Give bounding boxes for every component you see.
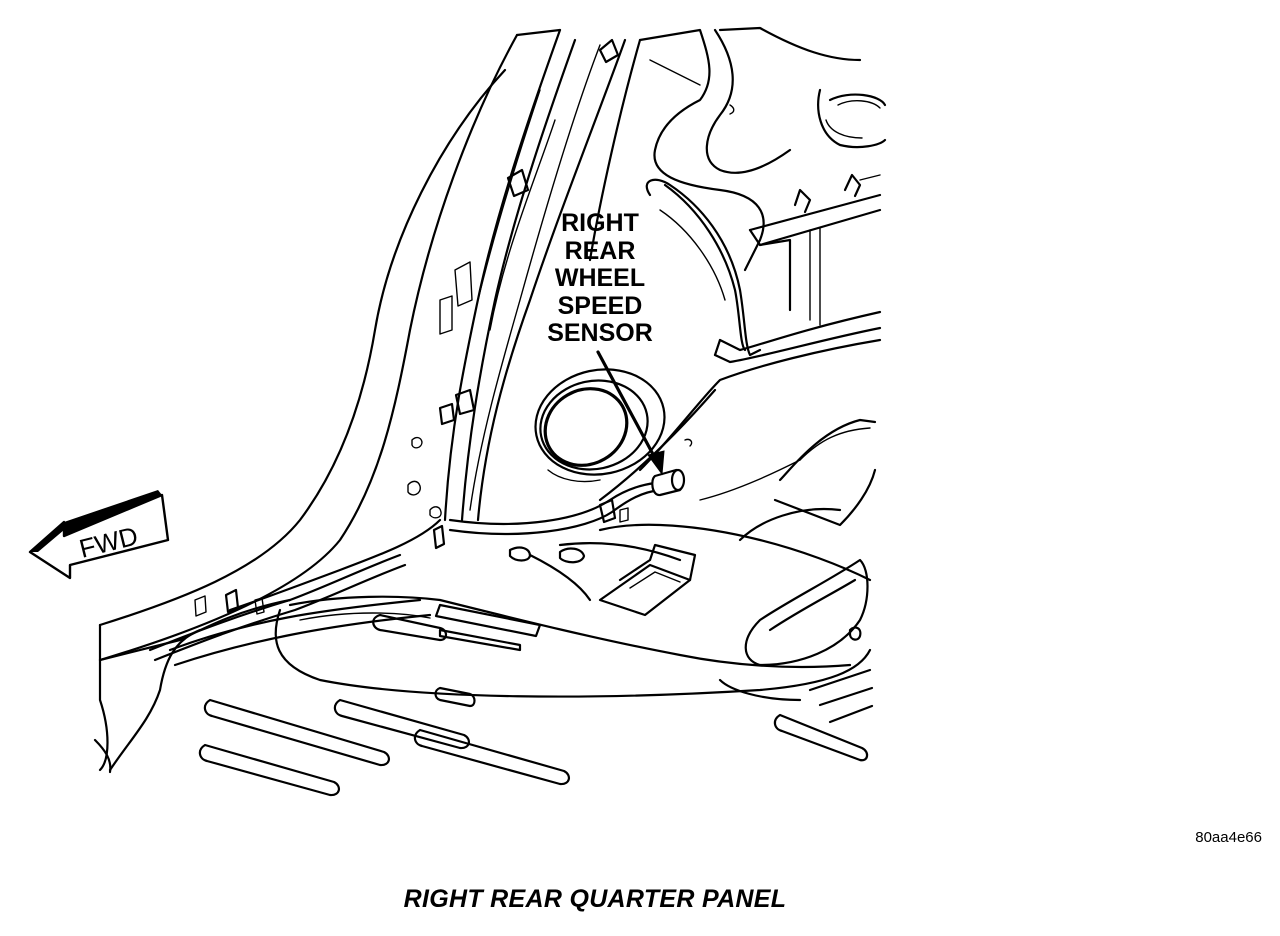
callout-line-2: REAR [564, 236, 636, 265]
fwd-arrow: FWD [28, 490, 170, 580]
trunk-floor [93, 418, 877, 797]
figure-caption: RIGHT REAR QUARTER PANEL [403, 885, 787, 913]
wheel-house [588, 26, 887, 502]
callout-line-1: RIGHT [561, 209, 639, 237]
sensor-callout-label: RIGHT REAR WHEEL SPEED SENSOR [520, 209, 680, 348]
wheel-speed-sensor [448, 468, 686, 535]
callout-line-5: SENSOR [547, 319, 653, 347]
access-hole [534, 368, 666, 483]
callout-line-4: SPEED [557, 291, 643, 320]
d-pillar [98, 28, 627, 662]
callout-line-3: WHEEL [554, 264, 646, 292]
sensor-leader-arrow [596, 350, 665, 476]
figure-id: 80aa4e66 [1195, 829, 1262, 846]
